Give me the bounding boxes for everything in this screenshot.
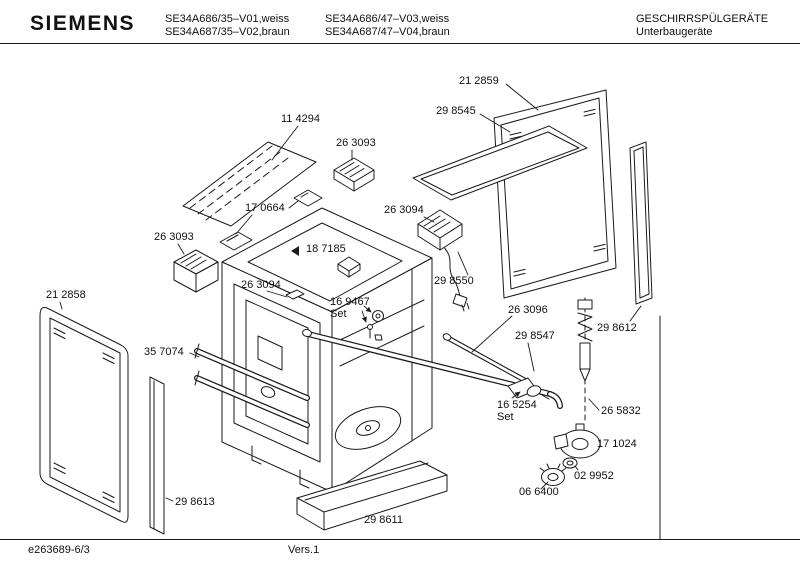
part-number: 35 7074 <box>144 346 184 358</box>
page-rules <box>0 43 800 540</box>
part-number: 16 9467 <box>330 296 370 308</box>
part-number: 26 3093 <box>154 231 194 243</box>
part-mounting-rails-35-7074 <box>194 343 310 428</box>
part-label: 26 3093 <box>336 138 376 149</box>
part-label: 26 3094 <box>241 280 281 291</box>
part-number: 18 7185 <box>306 243 346 255</box>
part-side-trim-29-8612 <box>629 141 653 305</box>
part-label: 21 2859 <box>459 76 499 87</box>
model-line: SE34A687/47–V04,braun <box>325 26 450 38</box>
part-drain-hose-29-8547 <box>442 333 531 385</box>
part-label: 26 3096 <box>508 305 548 316</box>
part-number: 29 8611 <box>364 514 403 526</box>
part-label: 26 5832 <box>601 406 641 417</box>
part-label: 06 6400 <box>519 487 559 498</box>
part-left-side-panel-21-2858 <box>39 306 129 523</box>
part-bracket-17-0664 <box>219 189 323 251</box>
part-number: 29 8612 <box>597 322 637 334</box>
part-label-sub: Set <box>497 411 514 423</box>
part-bracket-26-3094-right <box>417 209 463 251</box>
part-number: 29 8613 <box>175 496 215 508</box>
part-worktop-29-8545 <box>412 125 588 201</box>
part-terminal-block-26-3093-left <box>173 249 219 293</box>
part-number: 26 3094 <box>384 204 424 216</box>
part-trim-strip-29-8613 <box>149 376 165 535</box>
part-label: 29 8613 <box>175 497 215 508</box>
part-number: 16 5254 <box>497 399 537 411</box>
part-label: 17 0664 <box>245 203 285 214</box>
part-number: 26 3094 <box>241 279 281 291</box>
part-tub-assembly <box>221 207 433 493</box>
model-line: SE34A686/47–V03,weiss <box>325 13 450 25</box>
part-supply-hose-26-3096 <box>302 328 563 409</box>
part-aquastop-valve-26-5832 <box>577 297 593 421</box>
part-terminal-block-26-3093-top <box>333 157 375 192</box>
leader-lines <box>59 83 642 502</box>
part-label: 17 1024 <box>597 439 637 450</box>
part-number: 29 8547 <box>515 330 555 342</box>
part-base-panel-29-8611 <box>296 460 448 531</box>
part-number: 26 3093 <box>336 137 376 149</box>
document-subtitle: Unterbaugeräte <box>636 26 713 38</box>
part-number: 29 8550 <box>434 275 474 287</box>
part-number: 17 0664 <box>245 202 285 214</box>
part-label: 02 9952 <box>574 471 614 482</box>
document-number: e263689-6/3 <box>28 544 90 556</box>
part-label: 35 7074 <box>144 347 184 358</box>
document-title-block: GESCHIRRSPÜLGERÄTE Unterbaugeräte <box>636 13 768 39</box>
model-list-right: SE34A686/47–V03,weiss SE34A687/47–V04,br… <box>325 13 450 39</box>
arrow-left-icon <box>291 246 299 256</box>
part-number: 21 2859 <box>459 75 499 87</box>
part-number: 02 9952 <box>574 470 614 482</box>
part-label: 29 8547 <box>515 331 555 342</box>
part-18-7185 <box>291 246 361 278</box>
siemens-logo: SIEMENS <box>30 12 136 35</box>
part-number: 21 2858 <box>46 289 86 301</box>
part-label-sub: Set <box>330 308 347 320</box>
part-fastener-set-16-9467 <box>367 310 384 341</box>
model-line: SE34A686/35–V01,weiss <box>165 13 290 25</box>
part-number: 26 5832 <box>601 405 641 417</box>
part-clip-26-3094-left <box>285 289 305 300</box>
part-inlet-valve-17-1024 <box>553 423 601 459</box>
part-number: 26 3096 <box>508 304 548 316</box>
document-title: GESCHIRRSPÜLGERÄTE <box>636 13 769 25</box>
model-list-left: SE34A686/35–V01,weiss SE34A687/35–V02,br… <box>165 13 290 39</box>
part-label: 29 8545 <box>436 106 476 117</box>
part-label: 18 7185 <box>306 244 346 255</box>
part-number: 11 4294 <box>281 113 320 125</box>
part-label: 11 4294 <box>281 114 320 125</box>
part-label: 21 2858 <box>46 290 86 301</box>
part-number: 17 1024 <box>597 438 637 450</box>
model-line: SE34A687/35–V02,braun <box>165 26 290 38</box>
part-label: 29 8612 <box>597 323 637 334</box>
part-number: 06 6400 <box>519 486 559 498</box>
part-insulation-mat-11-4294 <box>182 141 317 227</box>
version-label: Vers.1 <box>288 544 320 556</box>
part-label: 29 8550 <box>434 276 474 287</box>
part-label: 26 3093 <box>154 232 194 243</box>
part-seal-06-6400 <box>539 463 567 486</box>
part-seal-02-9952 <box>562 457 578 469</box>
part-number: 29 8545 <box>436 105 476 117</box>
part-label: 29 8611 <box>364 515 403 526</box>
part-label: 26 3094 <box>384 205 424 216</box>
